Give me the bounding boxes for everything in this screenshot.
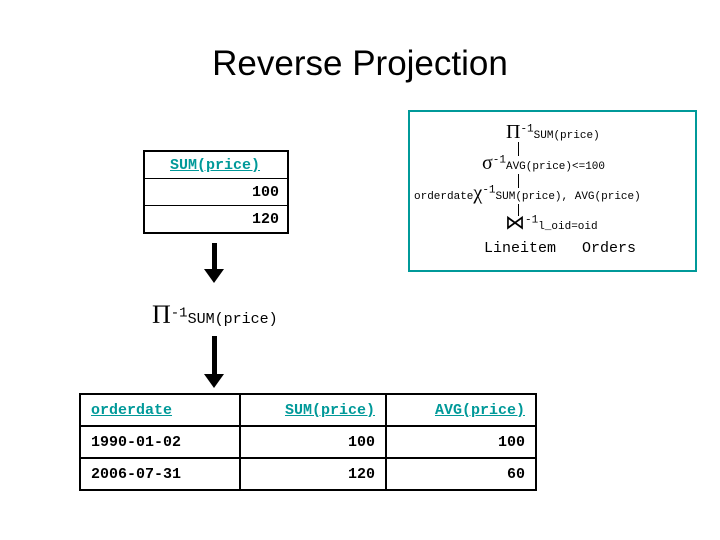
pi-subscript: SUM(price) bbox=[533, 130, 600, 142]
pi-operator-icon: Π bbox=[506, 121, 521, 143]
cell-orderdate-2: 2006-07-31 bbox=[79, 457, 241, 491]
plan-connector-3 bbox=[518, 204, 519, 216]
cell-sum-price-2: 120 bbox=[239, 457, 387, 491]
chi-superscript: -1 bbox=[482, 184, 496, 197]
pi-operator-icon-mid: Π bbox=[152, 300, 171, 329]
plan-node-aggregation: orderdateχ-1SUM(price), AVG(price) bbox=[414, 182, 641, 205]
chi-subscript: SUM(price), AVG(price) bbox=[495, 191, 641, 203]
sigma-superscript: -1 bbox=[492, 154, 506, 167]
arrow-head-bottom bbox=[204, 374, 224, 388]
reverse-projection-operator: Π-1SUM(price) bbox=[152, 300, 278, 330]
column-header-orderdate: orderdate bbox=[79, 393, 241, 427]
plan-connector-2 bbox=[518, 174, 519, 188]
plan-connector-1 bbox=[518, 142, 519, 156]
pi-superscript-mid: -1 bbox=[170, 305, 188, 322]
table-row: 120 bbox=[143, 205, 289, 234]
arrow-shaft-bottom bbox=[212, 336, 217, 375]
sigma-operator-icon: σ bbox=[482, 152, 493, 174]
arrow-head-top bbox=[204, 269, 224, 283]
column-header-sum-price: SUM(price) bbox=[143, 150, 289, 179]
pi-superscript: -1 bbox=[520, 123, 534, 136]
projection-result-table: SUM(price) 100 120 bbox=[143, 150, 289, 234]
plan-leaf-lineitem: Lineitem bbox=[484, 240, 557, 257]
plan-node-selection: σ-1AVG(price)<=100 bbox=[482, 152, 605, 175]
table-row: 2006-07-31 120 60 bbox=[79, 457, 537, 491]
cell-orderdate-1: 1990-01-02 bbox=[79, 425, 241, 459]
join-operator-icon: ⋈ bbox=[505, 212, 525, 234]
plan-node-projection: Π-1SUM(price) bbox=[506, 121, 600, 144]
cell-avg-price-2: 60 bbox=[385, 457, 537, 491]
arrow-shaft-top bbox=[212, 243, 217, 271]
column-header-sum-price: SUM(price) bbox=[239, 393, 387, 427]
column-header-avg-price: AVG(price) bbox=[385, 393, 537, 427]
cell-avg-price-1: 100 bbox=[385, 425, 537, 459]
reverse-projection-result-table: orderdate SUM(price) AVG(price) 1990-01-… bbox=[79, 393, 537, 491]
table-row: 1990-01-02 100 100 bbox=[79, 425, 537, 459]
plan-node-join: ⋈-1l_oid=oid bbox=[505, 210, 598, 235]
cell-sum-price-1: 100 bbox=[143, 178, 289, 206]
join-superscript: -1 bbox=[525, 214, 539, 227]
join-subscript: l_oid=oid bbox=[538, 221, 598, 233]
pi-subscript-mid: SUM(price) bbox=[187, 311, 278, 328]
cell-sum-price-1: 100 bbox=[239, 425, 387, 459]
table-row-header: SUM(price) bbox=[143, 150, 289, 179]
query-plan-box: Π-1SUM(price) σ-1AVG(price)<=100 orderda… bbox=[408, 110, 697, 272]
table-row-header: orderdate SUM(price) AVG(price) bbox=[79, 393, 537, 427]
aggregation-grouping-label: orderdate bbox=[414, 191, 474, 203]
sigma-subscript: AVG(price)<=100 bbox=[505, 161, 606, 173]
table-row: 100 bbox=[143, 178, 289, 206]
plan-leaf-orders: Orders bbox=[582, 240, 637, 257]
page-title: Reverse Projection bbox=[212, 44, 508, 83]
cell-sum-price-2: 120 bbox=[143, 205, 289, 234]
chi-operator-icon: χ bbox=[473, 182, 483, 204]
